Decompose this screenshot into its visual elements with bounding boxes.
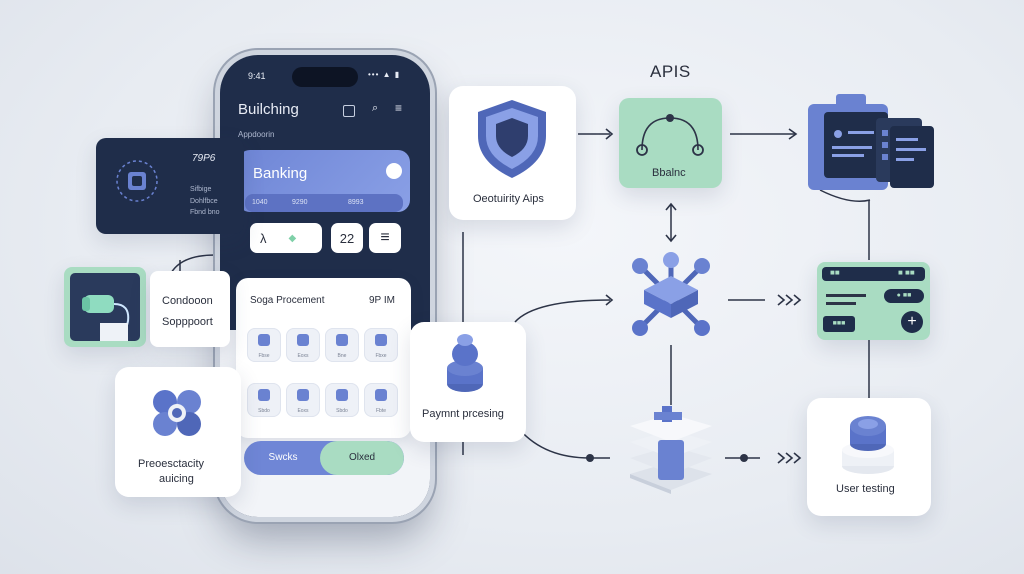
cube-ring-icon [116,160,158,202]
status-icons: ••• ▲ ▮ [368,70,401,79]
arrow-head [788,128,798,140]
support-line-1: Condooon [162,295,213,307]
app-icon [297,334,309,346]
payment-label: Paymnt prcesing [422,408,504,420]
app-icon [258,334,270,346]
panel-top-text-1: ■■ [830,268,840,277]
dark-card-code: 79P6 [192,153,216,164]
status-time: 9:41 [248,71,266,81]
grid-label: Sbdo [336,408,348,414]
apis-heading: APIS [650,62,691,81]
dashboard-devices-icon [808,94,934,190]
banking-strip [245,194,403,212]
add-button[interactable]: + [901,311,923,333]
arrow-head [605,128,614,140]
grid-item[interactable]: Fbte [364,383,398,417]
grid-label: Fbte [375,408,386,414]
dark-card-line-3: Fbnd bno [190,209,220,216]
search-icon[interactable]: ⌕ [372,102,379,114]
shield-icon [478,100,546,178]
panel-time: 9P IM [369,295,395,306]
connector-node [586,454,594,462]
panel-progress-line [826,302,856,305]
menu-square-icon[interactable] [343,105,355,117]
app-icon [336,334,348,346]
app-subtitle: Appdoorin [238,130,275,139]
grid-item[interactable]: Sbdo [247,383,281,417]
grid-item[interactable]: Eoxs [286,328,320,362]
phone-notch [292,67,358,87]
panel-top-text-2: ■ ■■ [898,268,915,277]
api-arc-icon [636,114,704,156]
panel-action-button[interactable]: ■■■ [823,316,855,332]
grid-item[interactable]: Bne [325,328,359,362]
grid-label: Eoxs [297,408,309,414]
app-icon [336,389,348,401]
app-icon [297,389,309,401]
grid-item[interactable]: Fbxe [364,328,398,362]
gear-cluster-icon [153,390,201,436]
connector-node [740,454,748,462]
line-chart-icon: λ [260,230,267,246]
swcks-button[interactable]: Swcks [268,452,298,463]
strip-value-3: 8993 [348,199,364,206]
arrow-head [665,234,677,243]
grid-label: Sbdo [258,408,270,414]
dark-info-card [96,138,244,234]
layered-stack-icon [630,406,712,494]
app-icon [375,389,387,401]
list-tool-button[interactable]: ≡ [369,223,401,253]
security-label: Oeotuirity Aips [473,193,544,205]
grid-label: Eoxs [297,353,309,359]
arrow-head [665,202,677,211]
grid-label: Fbse [258,353,270,359]
strip-value-2: 9290 [292,199,308,206]
strip-value-1: 1040 [252,199,268,206]
user-testing-label: User testing [836,483,895,495]
grid-item[interactable]: Sbdo [325,383,359,417]
olxed-button[interactable]: Olxed [320,441,404,475]
chart-tool-button[interactable]: λ ◆ [250,223,322,253]
app-icon [375,334,387,346]
panel-title: Soga Procement [250,295,325,306]
molecule-node-icon [632,252,710,336]
chevron-arrows [777,452,802,464]
payment-stack-icon [447,334,483,392]
grid-item[interactable]: Eoxs [286,383,320,417]
plug-icon [70,273,140,341]
grid-item[interactable]: Fbse [247,328,281,362]
support-line-2: Sopppoort [162,316,213,328]
automation-card[interactable] [115,367,241,497]
app-title: Builching [238,101,299,118]
hamburger-menu-icon[interactable]: ≡ [395,101,403,115]
api-card[interactable] [619,98,722,188]
number-tool-button[interactable]: 22 [331,223,363,253]
panel-value-pill[interactable]: ● ■■ [884,289,924,303]
panel-top-bar [822,267,925,281]
banking-label: Banking [253,165,308,182]
automation-line-1: Preoesctacity [138,458,205,470]
automation-line-2: auicing [159,473,194,485]
arrow-head [605,294,614,306]
connector-line [514,299,611,323]
dark-card-line-2: Dohlfbce [190,198,218,205]
chevron-arrows [777,294,802,306]
dark-card-line-1: Sifbige [190,186,212,193]
segmented-control: Swcks Olxed [244,441,404,475]
banking-toggle[interactable] [386,163,402,179]
connector-line [819,189,871,202]
support-card[interactable] [150,271,230,347]
grid-label: Fbxe [375,353,387,359]
api-label: Bbalnc [652,167,686,179]
panel-progress-line [826,294,866,297]
grid-label: Bne [337,353,347,359]
shield-mini-icon: ◆ [288,232,297,244]
connector-line [519,429,610,459]
app-icon [258,389,270,401]
user-testing-icon [842,416,894,474]
